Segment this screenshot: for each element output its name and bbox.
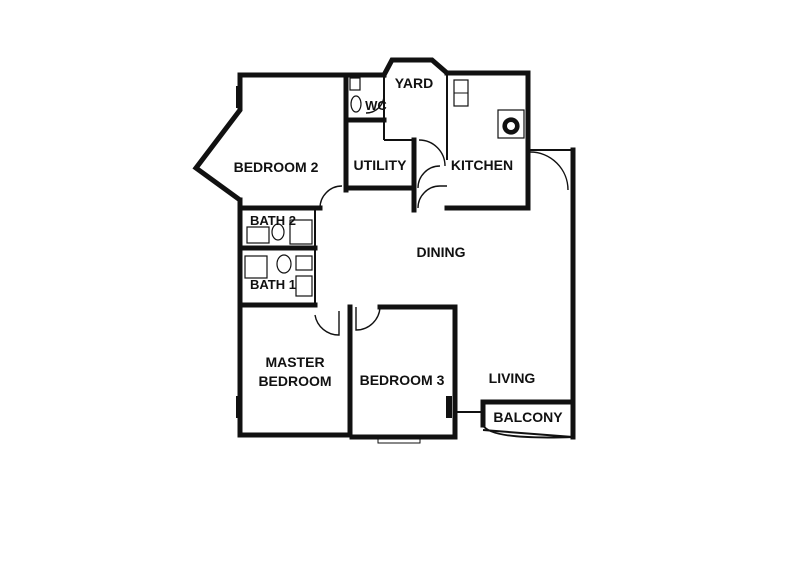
bath2-basin <box>246 226 270 244</box>
bath1-shower <box>295 275 313 297</box>
bath1-basin <box>295 255 313 271</box>
window-master <box>236 396 242 418</box>
door-utility <box>417 165 441 189</box>
door-bedroom3 <box>355 306 381 331</box>
door-wc <box>365 94 385 114</box>
label-master-line2: BEDROOM <box>258 373 331 389</box>
label-bedroom-3: BEDROOM 3 <box>360 372 445 388</box>
room-labels: YARD WC BEDROOM 2 UTILITY KITCHEN BATH 2… <box>234 75 564 425</box>
label-master-line1: MASTER <box>265 354 324 370</box>
label-yard: YARD <box>395 75 433 91</box>
wc-toilet <box>350 95 362 113</box>
bath1-tub <box>244 255 268 279</box>
label-living: LIVING <box>489 370 536 386</box>
label-bedroom-2: BEDROOM 2 <box>234 159 319 175</box>
window-bedroom3 <box>377 437 421 444</box>
bath1-toilet <box>276 254 292 274</box>
window-bedroom3-side <box>446 396 452 418</box>
label-balcony: BALCONY <box>493 409 563 425</box>
door-swings <box>314 94 569 336</box>
label-dining: DINING <box>417 244 466 260</box>
bath2-shower <box>289 219 313 245</box>
bath2-toilet <box>271 223 285 241</box>
window-bedroom2 <box>236 86 242 108</box>
label-wc: WC <box>365 98 387 113</box>
door-service <box>529 151 569 191</box>
door-master <box>314 311 340 336</box>
label-bath-1: BATH 1 <box>250 277 296 292</box>
label-bath-2: BATH 2 <box>250 213 296 228</box>
door-yard <box>418 139 446 167</box>
label-kitchen: KITCHEN <box>451 157 513 173</box>
interior-walls <box>237 72 458 438</box>
wc-cistern <box>349 77 361 91</box>
yard-outline <box>380 57 451 141</box>
label-utility: UTILITY <box>354 157 408 173</box>
door-bedroom2 <box>319 185 343 209</box>
outer-walls <box>192 70 576 440</box>
fixtures <box>236 77 525 444</box>
door-kitchen <box>417 185 447 209</box>
